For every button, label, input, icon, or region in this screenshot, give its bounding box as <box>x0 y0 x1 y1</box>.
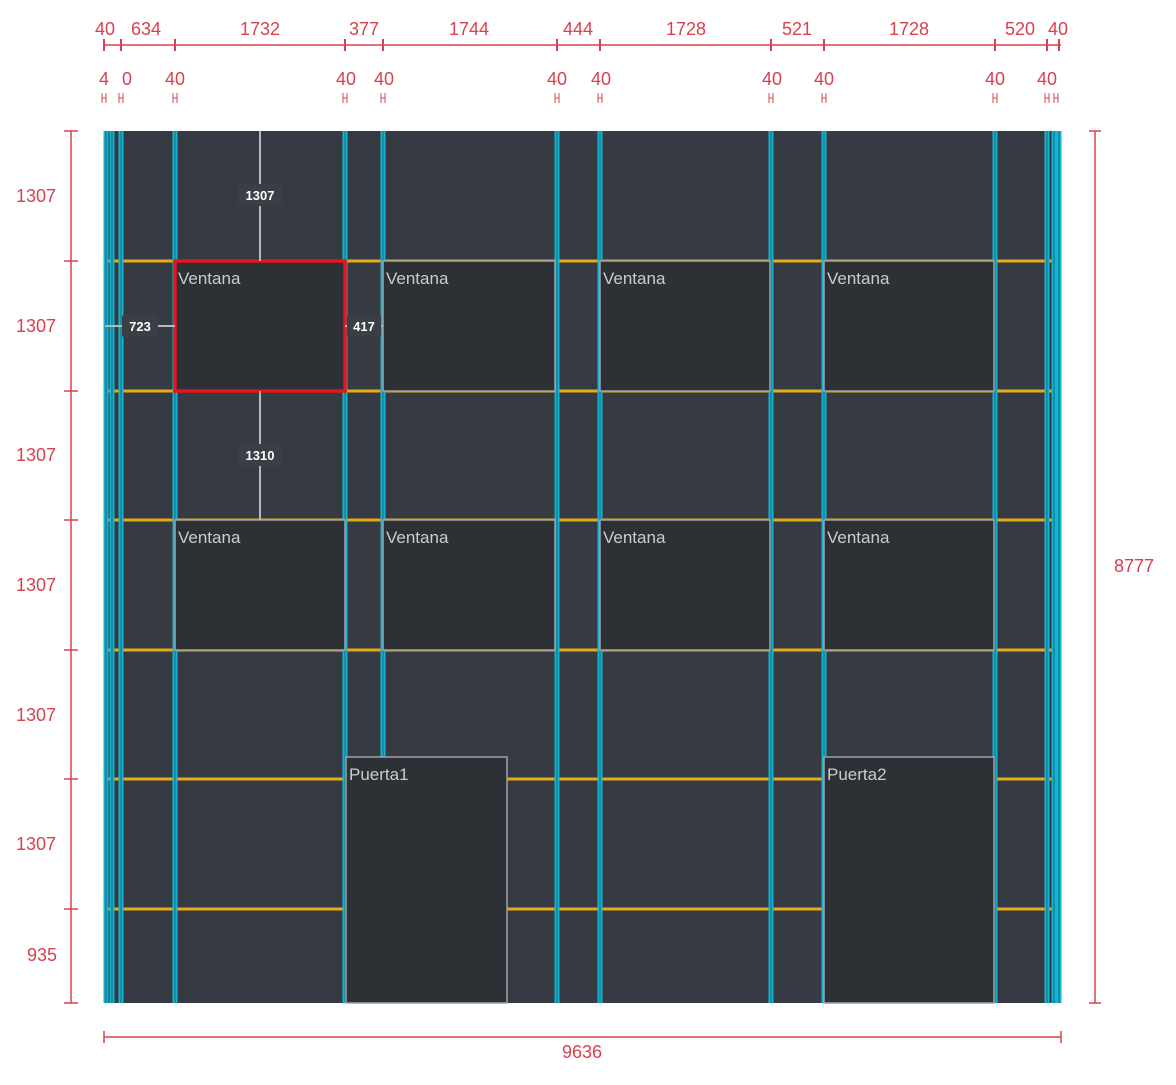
openings-layer: Ventana Ventana Ventana Ventana Ventana … <box>174 260 995 1004</box>
opening-label: Ventana <box>827 269 890 288</box>
row-dim-label: 1307 <box>16 316 56 336</box>
top-dim-label: 377 <box>349 19 379 39</box>
dimension-ticks <box>64 39 1060 1004</box>
measure-tag-above: 1307 <box>238 184 282 206</box>
opening-label: Ventana <box>178 269 241 288</box>
opening-puerta-1[interactable]: Puerta1 <box>345 756 508 1004</box>
row-dim-label: 1307 <box>16 834 56 854</box>
measure-left-value: 723 <box>129 319 151 334</box>
dimension-annotations: 9636 8777 40 634 1732 377 1744 444 1728 … <box>16 19 1154 1062</box>
opening-label: Ventana <box>386 269 449 288</box>
stud-dim-label: 4 <box>99 69 109 89</box>
stud-dim-label: 40 <box>547 69 567 89</box>
opening-label: Ventana <box>603 528 666 547</box>
top-dim-label: 40 <box>95 19 115 39</box>
stud-dim-label: 0 <box>122 69 132 89</box>
measure-tag-below: 1310 <box>238 444 282 466</box>
measure-tag-right: 417 <box>347 315 381 337</box>
top-spacing-dimensions: 40 634 1732 377 1744 444 1728 521 1728 5… <box>95 19 1068 39</box>
opening-ventana-2[interactable]: Ventana <box>382 260 556 392</box>
stud-dim-label: 40 <box>374 69 394 89</box>
top-dim-label: 1732 <box>240 19 280 39</box>
measure-right-value: 417 <box>353 319 375 334</box>
top-dim-label: 1728 <box>889 19 929 39</box>
opening-puerta-2[interactable]: Puerta2 <box>823 756 995 1004</box>
total-height-label: 8777 <box>1114 556 1154 576</box>
row-dim-label: 1307 <box>16 705 56 725</box>
stud-dim-label: 40 <box>814 69 834 89</box>
measure-above-value: 1307 <box>246 188 275 203</box>
opening-ventana-6[interactable]: Ventana <box>382 519 556 651</box>
opening-label: Ventana <box>386 528 449 547</box>
opening-ventana-7[interactable]: Ventana <box>599 519 771 651</box>
top-stud-dimensions: 4 0 40 40 40 40 40 40 40 40 40 <box>99 69 1057 89</box>
opening-ventana-5[interactable]: Ventana <box>174 519 346 651</box>
top-dim-label: 520 <box>1005 19 1035 39</box>
measure-tag-left: 723 <box>122 315 158 337</box>
row-dim-label: 1307 <box>16 575 56 595</box>
top-dim-label: 1744 <box>449 19 489 39</box>
row-dim-label: 1307 <box>16 186 56 206</box>
top-dim-label: 444 <box>563 19 593 39</box>
opening-label: Ventana <box>178 528 241 547</box>
stud-dim-label: 40 <box>762 69 782 89</box>
top-dim-label: 634 <box>131 19 161 39</box>
row-dim-label: 1307 <box>16 445 56 465</box>
measure-below-value: 1310 <box>246 448 275 463</box>
stud-dim-label: 40 <box>165 69 185 89</box>
opening-label: Puerta1 <box>349 765 409 784</box>
selection-measurements: 1307 1310 723 417 <box>105 131 383 520</box>
left-row-dimensions: 1307 1307 1307 1307 1307 1307 935 <box>16 186 57 965</box>
row-dim-label: 935 <box>27 945 57 965</box>
opening-label: Ventana <box>603 269 666 288</box>
total-width-label: 9636 <box>562 1042 602 1062</box>
opening-label: Ventana <box>827 528 890 547</box>
top-dim-label: 521 <box>782 19 812 39</box>
opening-ventana-4[interactable]: Ventana <box>823 260 995 392</box>
stud-dim-label: 40 <box>1037 69 1057 89</box>
top-dim-label: 40 <box>1048 19 1068 39</box>
opening-ventana-3[interactable]: Ventana <box>599 260 771 392</box>
stud-dim-label: 40 <box>985 69 1005 89</box>
stud-dim-label: 40 <box>336 69 356 89</box>
opening-ventana-8[interactable]: Ventana <box>823 519 995 651</box>
opening-ventana-1[interactable]: Ventana <box>174 260 346 392</box>
stud-dim-label: 40 <box>591 69 611 89</box>
opening-label: Puerta2 <box>827 765 887 784</box>
top-dim-label: 1728 <box>666 19 706 39</box>
